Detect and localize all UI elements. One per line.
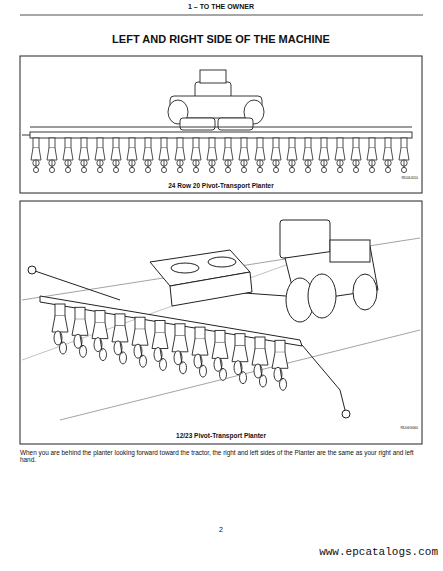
page-number: 2 bbox=[219, 526, 223, 534]
figure-caption: 12/23 Pivot-Transport Planter bbox=[176, 432, 266, 439]
row-unit bbox=[335, 138, 345, 173]
row-unit bbox=[252, 337, 268, 387]
row-unit bbox=[72, 307, 88, 357]
row-unit bbox=[79, 138, 89, 173]
row-unit bbox=[383, 138, 393, 173]
row-unit bbox=[127, 138, 137, 173]
row-unit bbox=[95, 138, 105, 173]
row-unit bbox=[143, 138, 153, 173]
row-unit bbox=[112, 314, 128, 364]
row-unit bbox=[223, 138, 233, 173]
row-unit bbox=[63, 138, 73, 173]
row-unit bbox=[303, 138, 313, 173]
figure-code: RD06J010 bbox=[401, 176, 418, 180]
row-unit bbox=[31, 138, 41, 173]
row-unit bbox=[52, 304, 68, 354]
row-unit bbox=[47, 138, 57, 173]
row-unit bbox=[191, 138, 201, 173]
page-heading: LEFT AND RIGHT SIDE OF THE MACHINE bbox=[112, 33, 330, 46]
row-unit bbox=[159, 138, 169, 173]
section-header: 1 – TO THE OWNER bbox=[188, 3, 254, 11]
row-unit bbox=[207, 138, 217, 173]
row-unit bbox=[92, 311, 108, 361]
row-unit bbox=[287, 138, 297, 173]
row-unit bbox=[192, 327, 208, 377]
row-unit bbox=[272, 340, 288, 390]
row-unit bbox=[239, 138, 249, 173]
row-unit bbox=[232, 334, 248, 384]
row-unit bbox=[351, 138, 361, 173]
row-unit bbox=[271, 138, 281, 173]
figure-caption: 24 Row 20 Pivot-Transport Planter bbox=[168, 182, 273, 189]
row-unit bbox=[255, 138, 265, 173]
row-unit bbox=[212, 330, 228, 380]
row-unit bbox=[399, 138, 409, 173]
row-unit bbox=[172, 324, 188, 374]
row-unit bbox=[175, 138, 185, 173]
row-unit bbox=[132, 317, 148, 367]
row-unit bbox=[111, 138, 121, 173]
watermark: www.epcatalogs.com bbox=[319, 546, 438, 559]
body-text: When you are behind the planter looking … bbox=[20, 449, 423, 464]
row-unit bbox=[367, 138, 377, 173]
row-unit bbox=[152, 321, 168, 371]
row-unit bbox=[319, 138, 329, 173]
figure-code: RD06G060 bbox=[400, 426, 418, 430]
